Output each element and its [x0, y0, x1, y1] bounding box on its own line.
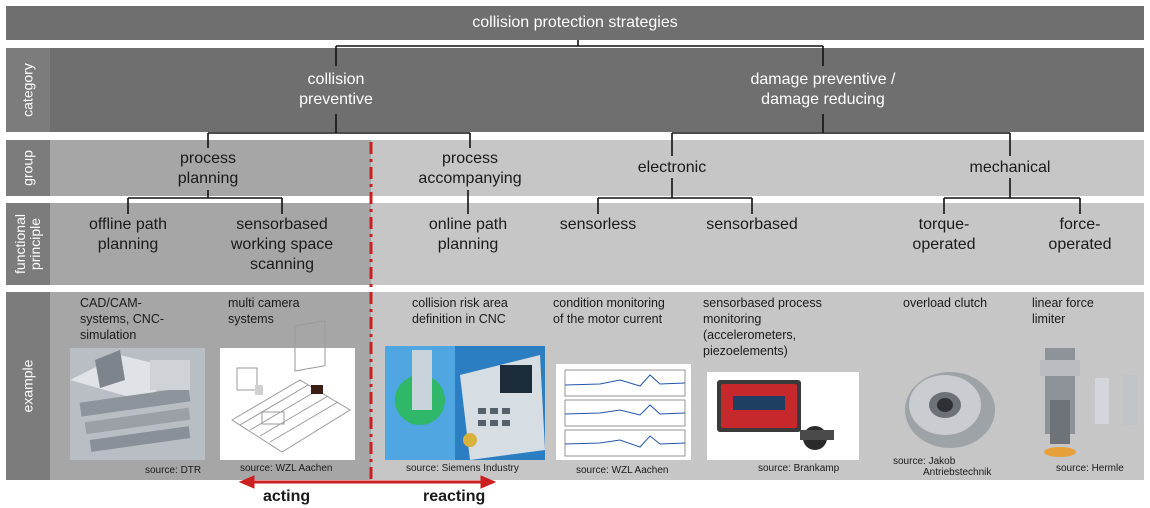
arrow-label-reacting: reacting — [423, 488, 486, 505]
category-collision-preventive: collision preventive — [299, 71, 373, 108]
source-jakob: source: Jakob Antriebstechnik — [893, 456, 992, 478]
source-dtr: source: DTR — [145, 465, 202, 476]
example-multi-camera: multi camera systems — [228, 296, 300, 326]
principle-force-operated: force- operated — [1048, 216, 1112, 253]
source-wzl-aachen-1: source: WZL Aachen — [240, 463, 333, 474]
title-band — [6, 6, 1144, 40]
example-condition-monitoring: condition monitoring of the motor curren… — [553, 296, 665, 326]
principle-online-path-planning: online path planning — [428, 216, 508, 253]
diagram-title: collision protection strategies — [472, 14, 678, 31]
source-wzl-aachen-2: source: WZL Aachen — [576, 465, 669, 476]
category-band — [6, 48, 1144, 132]
cad-simulation-image — [70, 348, 205, 460]
principle-sensorbased: sensorbased — [706, 216, 798, 233]
process-monitor-image — [707, 372, 859, 460]
motor-current-chart-image — [556, 364, 691, 460]
overload-clutch-image — [893, 366, 1003, 454]
acting-reacting-arrow — [238, 475, 497, 489]
source-hermle: source: Hermle — [1056, 463, 1124, 474]
example-overload-clutch: overload clutch — [903, 296, 988, 310]
principle-sensorless: sensorless — [559, 216, 637, 233]
cnc-machine-image — [385, 346, 545, 460]
arrow-label-acting: acting — [263, 488, 311, 505]
group-process-accompanying: process accompanying — [418, 150, 522, 187]
example-collision-risk: collision risk area definition in CNC — [412, 296, 508, 326]
source-brankamp: source: Brankamp — [758, 463, 840, 474]
group-electronic: electronic — [637, 159, 707, 176]
example-process-monitoring: sensorbased process monitoring (accelero… — [703, 296, 822, 358]
source-siemens: source: Siemens Industry — [406, 463, 519, 474]
group-band — [6, 140, 1144, 196]
group-mechanical: mechanical — [969, 159, 1051, 176]
force-limiter-image — [1040, 348, 1137, 457]
principle-sensorbased-scanning: sensorbased working space scanning — [230, 216, 334, 273]
category-damage-preventive: damage preventive / damage reducing — [750, 71, 896, 108]
functional-principle-band — [6, 203, 1144, 285]
principle-torque-operated: torque- operated — [912, 216, 976, 253]
multi-camera-image — [220, 320, 355, 460]
principle-offline-path-planning: offline path planning — [89, 216, 167, 253]
example-cad-cam: CAD/CAM- systems, CNC- simulation — [80, 296, 165, 342]
example-force-limiter: linear force limiter — [1032, 296, 1094, 326]
group-process-planning: process planning — [177, 150, 239, 187]
